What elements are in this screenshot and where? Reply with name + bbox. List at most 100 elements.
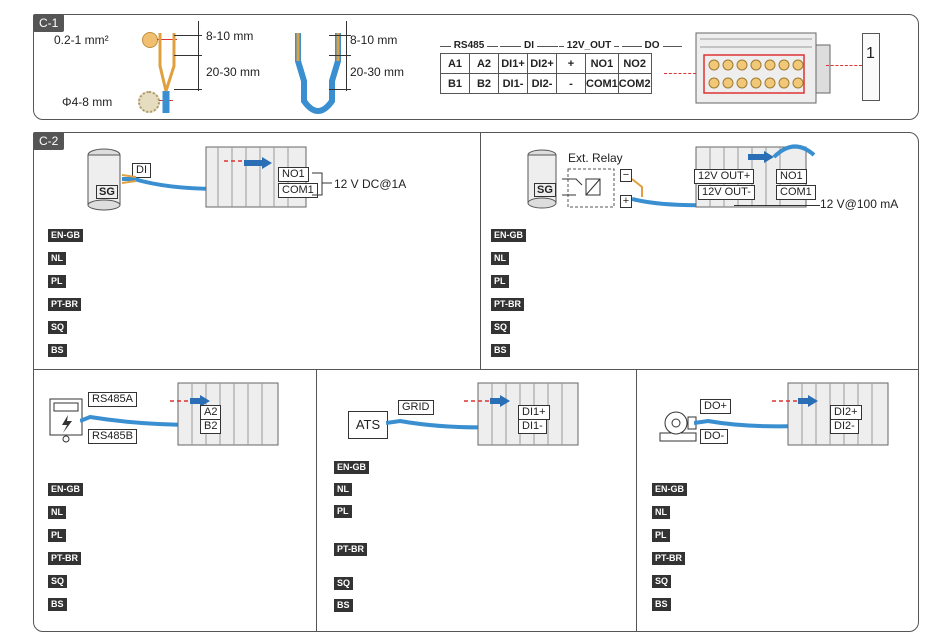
pin-cell: A2 [469, 53, 499, 74]
terminal-di2-minus: DI2- [830, 419, 859, 434]
lang-en-gb: EN-GB [48, 229, 83, 242]
pin-cell: A1 [440, 53, 470, 74]
divider-vertical-bottom-2 [636, 369, 637, 631]
lang-sq: SQ [48, 575, 68, 588]
divider-horizontal [34, 369, 918, 370]
sg-device-illustration [87, 148, 121, 211]
pin-cell: B2 [469, 73, 499, 94]
stripped-wire-illustration [158, 33, 176, 113]
pin-cell: + [556, 53, 586, 74]
dim-tick-3 [174, 89, 202, 90]
connector-block-illustration-3 [170, 382, 279, 446]
terminal-di1-plus: DI1+ [518, 405, 550, 420]
sg-label-2: SG [534, 183, 556, 197]
wire-core-leader [157, 39, 177, 40]
sg-label: SG [96, 185, 118, 199]
pin-cell: COM1 [585, 73, 619, 94]
wire-diameter-label: Φ4-8 mm [62, 95, 113, 109]
strip-length-d: 20-30 mm [350, 65, 405, 79]
panel-c2: C-2 SG DI NO1 COM1 12 V DC@1A EN-GB NL P… [33, 132, 919, 632]
rating-leader-2 [734, 205, 820, 206]
lang-en-gb: EN-GB [491, 229, 526, 242]
lang-sq: SQ [48, 321, 68, 334]
pin-cell: B1 [440, 73, 470, 94]
lang-sq: SQ [334, 577, 354, 590]
lang-pt-br: PT-BR [334, 543, 367, 556]
do-minus-label: DO- [700, 429, 729, 444]
marker-tool [862, 33, 880, 101]
do-plus-label: DO+ [700, 399, 731, 414]
lang-en-gb: EN-GB [48, 483, 83, 496]
pin-cell: - [556, 73, 586, 94]
lang-nl: NL [652, 506, 670, 519]
terminal-12v-out-plus: 12V OUT+ [694, 169, 755, 184]
rating-label-2: 12 V@100 mA [820, 197, 899, 211]
divider-vertical-top [480, 133, 481, 369]
pin-cell: DI2+ [527, 53, 557, 74]
terminal-no1-2: NO1 [776, 169, 807, 184]
lang-bs: BS [48, 344, 67, 357]
dim-line-1 [198, 21, 199, 91]
pin-cell: COM2 [617, 73, 652, 94]
lang-nl: NL [334, 483, 352, 496]
lang-bs: BS [334, 599, 353, 612]
pin-table: A1 A2 DI1+ DI2+ + NO1 NO2 B1 B2 DI1- DI2… [440, 53, 652, 94]
power-meter-icon [49, 398, 83, 443]
dim-tick-4 [329, 35, 351, 36]
tag-c1: C-1 [33, 14, 65, 32]
dim-line-2 [346, 21, 347, 91]
relay-minus: − [620, 169, 632, 182]
tag-c2: C-2 [33, 132, 65, 150]
lang-bs: BS [491, 344, 510, 357]
pin-cell: DI1+ [498, 53, 528, 74]
pin-table-leader [664, 73, 696, 74]
pin-cell: DI1- [498, 73, 528, 94]
dim-tick-5 [329, 55, 351, 56]
group-rs485: RS485 [440, 40, 498, 51]
terminal-b2: B2 [200, 419, 222, 434]
lang-nl: NL [48, 506, 66, 519]
pin-cell: NO1 [585, 53, 619, 74]
rs485b-label: RS485B [88, 429, 137, 444]
terminal-connector-illustration [695, 32, 831, 104]
lang-en-gb: EN-GB [652, 483, 687, 496]
lang-sq: SQ [491, 321, 511, 334]
generator-icon [659, 411, 697, 442]
lang-sq: SQ [652, 575, 672, 588]
group-di: DI [500, 40, 558, 51]
terminal-no1: NO1 [278, 167, 309, 182]
lang-pt-br: PT-BR [652, 552, 685, 565]
lang-pl: PL [48, 275, 66, 288]
looped-wire-illustration [295, 33, 341, 114]
lang-pl: PL [491, 275, 509, 288]
strip-length-c: 8-10 mm [350, 33, 398, 47]
lang-pt-br: PT-BR [48, 552, 81, 565]
panel-c1: C-1 0.2-1 mm² Φ4-8 mm 8-10 mm 20-30 mm 8… [33, 14, 919, 120]
marker-number: 1 [866, 45, 875, 62]
pin-row-top: A1 A2 DI1+ DI2+ + NO1 NO2 [440, 53, 652, 74]
rating-bracket [312, 172, 332, 196]
ext-relay-illustration [562, 168, 615, 208]
wire-area-label: 0.2-1 mm² [54, 33, 109, 47]
divider-vertical-bottom-1 [316, 369, 317, 631]
terminal-a2: A2 [200, 405, 222, 420]
dim-tick-6 [329, 89, 351, 90]
terminal-di1-minus: DI1- [518, 419, 547, 434]
dim-tick-1 [174, 35, 202, 36]
strip-length-b: 20-30 mm [206, 65, 261, 79]
lang-bs: BS [48, 598, 67, 611]
lang-nl: NL [48, 252, 66, 265]
strip-length-a: 8-10 mm [206, 29, 254, 43]
rs485a-label: RS485A [88, 392, 137, 407]
pin-cell: DI2- [527, 73, 557, 94]
ats-box: ATS [348, 411, 388, 439]
dim-tick-2 [174, 55, 202, 56]
lang-bs: BS [652, 598, 671, 611]
group-do: DO [622, 40, 682, 51]
terminal-com1: COM1 [278, 183, 318, 198]
pin-row-bottom: B1 B2 DI1- DI2- - COM1 COM2 [440, 73, 652, 94]
relay-plus: + [620, 195, 632, 208]
group-12v-out: 12V_OUT [559, 40, 619, 51]
lang-en-gb: EN-GB [334, 461, 369, 474]
terminal-di2-plus: DI2+ [830, 405, 862, 420]
